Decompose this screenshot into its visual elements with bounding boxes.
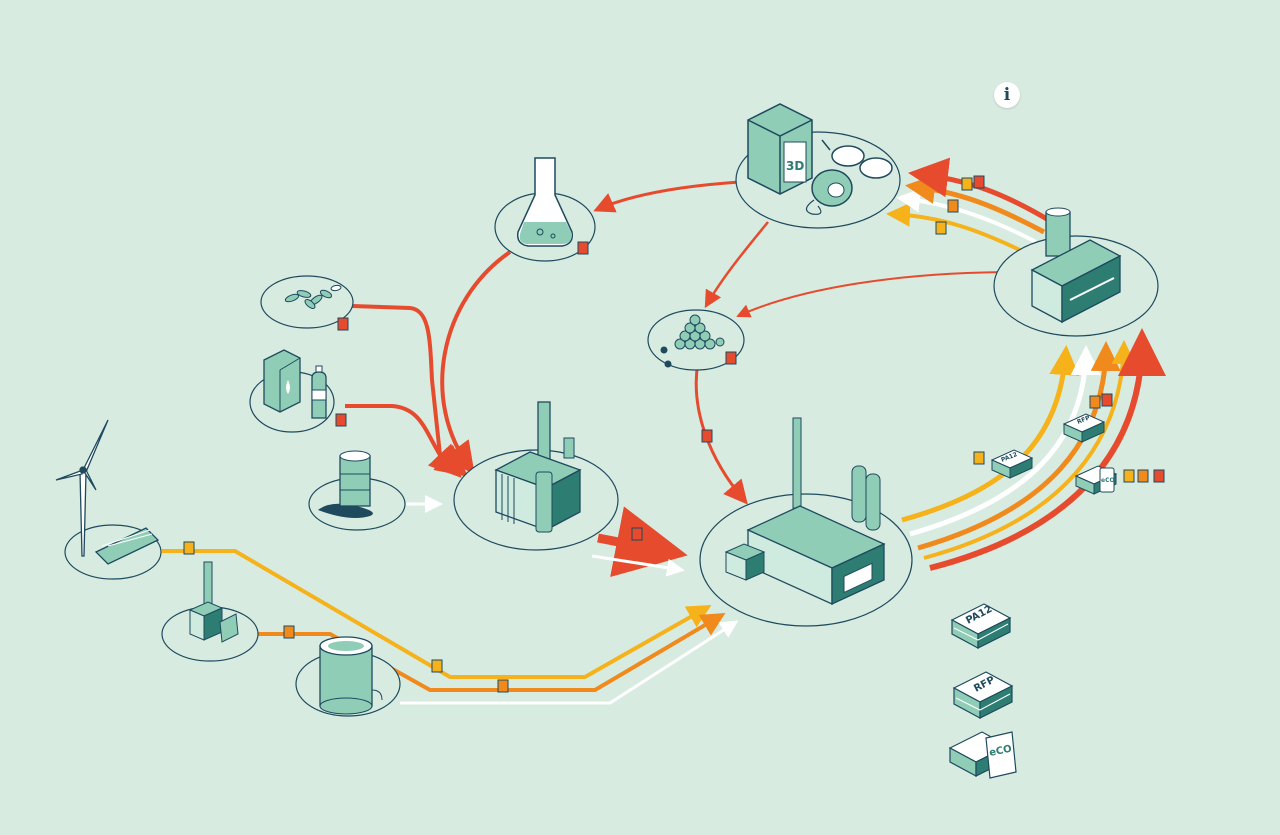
- gas-plant-platform: [161, 561, 259, 662]
- storage-tank-platform: [295, 636, 401, 717]
- svg-text:3D: 3D: [786, 159, 804, 173]
- wind-turbine-icon: [55, 419, 109, 557]
- flow-flask-to-refinery: [440, 250, 512, 475]
- flow-plant-to-factory-yellow-2: [923, 340, 1136, 560]
- flow-tank-to-plant: [400, 620, 739, 705]
- flow-bag-eco: eCO: [1074, 465, 1118, 495]
- flow-factory-to-printer-red: [908, 157, 1054, 225]
- product-bag-pa12: PA12: [950, 603, 1012, 650]
- flow-plant-to-factory-white: [909, 345, 1101, 537]
- product-legend: PA12 RFP eCO: [948, 603, 1017, 779]
- flow-refinery-to-plant-white: [591, 554, 685, 577]
- flow-printer-to-flask: [593, 180, 741, 213]
- tag-icon: [947, 199, 959, 213]
- factory-platform: [993, 207, 1159, 337]
- tag-icon: [497, 679, 509, 693]
- main-plant-icon: [724, 417, 886, 606]
- printer-platform: 3D: [735, 103, 901, 229]
- product-bag-eco: eCO: [948, 731, 1017, 779]
- tag-icon: [935, 221, 947, 235]
- flow-refinery-to-plant: [597, 506, 688, 578]
- flow-plant-to-factory-orange: [917, 341, 1121, 551]
- flow-bag-rfp: RFP: [1062, 413, 1106, 443]
- main-plant-platform: [699, 417, 913, 627]
- flow-printer-to-pellets: [704, 221, 769, 309]
- lab-flask-platform: [494, 157, 596, 262]
- tag-icon: [1089, 395, 1101, 409]
- tag-icon: [1137, 469, 1149, 483]
- tag-icon: [631, 527, 643, 541]
- flow-biomass-to-refinery: [351, 304, 469, 477]
- printer-3d-icon: 3D: [747, 103, 813, 195]
- product-bag-rfp: RFP: [952, 671, 1014, 720]
- tag-icon: [1101, 393, 1113, 407]
- oil-barrel-icon: [339, 450, 371, 507]
- glasses-icon: [821, 139, 893, 179]
- product-bag-eco-label: eCO: [988, 743, 1012, 758]
- renewables-platform: [55, 419, 162, 580]
- tag-icon: [1123, 469, 1135, 483]
- tag-icon: [283, 625, 295, 639]
- tag-icon: [973, 175, 985, 189]
- refinery-icon: [494, 401, 582, 533]
- tag-icon: [577, 241, 589, 255]
- flow-solar-to-plant: [162, 549, 712, 679]
- tag-icon: [431, 659, 443, 673]
- carton-icon: [263, 349, 301, 413]
- flow-plant-to-factory-yellow: [901, 345, 1080, 523]
- pellets-platform: [647, 309, 745, 371]
- tag-icon: [337, 317, 349, 331]
- tag-icon: [973, 451, 985, 465]
- pellets-icon: [660, 314, 725, 368]
- tag-icon: [1153, 469, 1165, 483]
- flow-bag-eco-label: eCO: [1101, 477, 1115, 484]
- flow-bags: PA12 RFP eCO: [990, 413, 1118, 495]
- gas-plant-icon: [188, 561, 239, 643]
- leaves-icon: [284, 284, 342, 309]
- tag-icon: [961, 177, 973, 191]
- info-icon[interactable]: i: [994, 82, 1020, 108]
- biomass-platform: [260, 275, 354, 329]
- tag-icon: [183, 541, 195, 555]
- bottle-icon: [311, 365, 327, 419]
- tag-icon: [335, 413, 347, 427]
- tag-markers: [183, 175, 1165, 693]
- flow-bag-pa12: PA12: [990, 449, 1034, 479]
- storage-tank-icon: [319, 636, 383, 715]
- factory-icon: [1030, 207, 1122, 324]
- packaging-platform: [249, 349, 335, 433]
- tag-icon: [701, 429, 713, 443]
- flow-gas-to-plant: [258, 612, 726, 692]
- filament-spool-icon: [805, 169, 853, 215]
- tag-icon: [725, 351, 737, 365]
- refinery-platform: [453, 401, 619, 551]
- oil-barrel-platform: [308, 450, 406, 531]
- flow-factory-to-printer-yellow: [886, 202, 1031, 257]
- flow-packaging-to-refinery: [345, 404, 462, 478]
- flow-factory-to-pellets: [736, 271, 1019, 318]
- solar-panel-icon: [94, 527, 160, 565]
- flow-bag-rfp-label: RFP: [1076, 414, 1091, 426]
